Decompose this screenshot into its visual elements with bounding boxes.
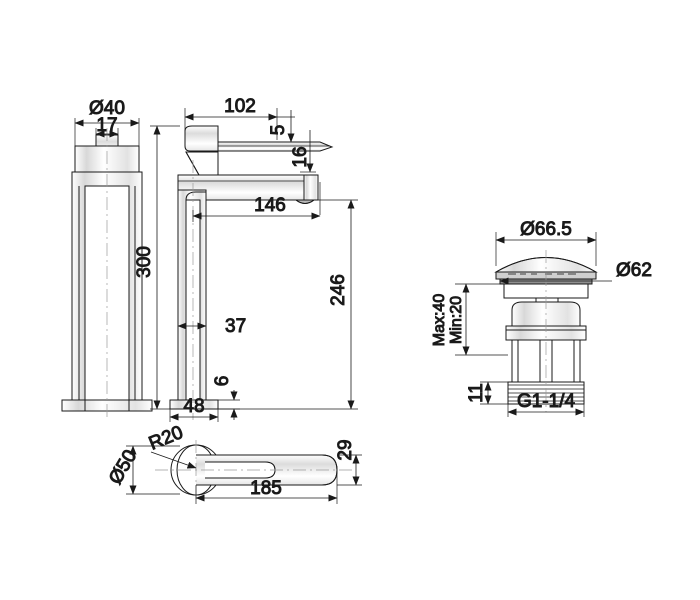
dim-thread-g1-1-4: G1-1/4	[517, 391, 576, 412]
dim-246: 246	[328, 274, 349, 306]
side-elevation-geometry	[61, 128, 153, 420]
dim-dia62: Ø62	[616, 260, 652, 281]
side-view-dimensions: Ø40 17	[74, 98, 140, 148]
dim-5: 5	[268, 125, 289, 136]
front-elevation-geometry	[169, 125, 334, 420]
drain-geometry	[494, 250, 598, 412]
front-view-dimensions: 102 5 16 146 300 246 37 6	[134, 96, 358, 422]
dim-max40: Max:40	[431, 294, 448, 347]
dim-min20: Min:20	[448, 296, 465, 344]
dim-29: 29	[335, 439, 356, 460]
dim-37: 37	[225, 316, 246, 337]
dim-6: 6	[212, 376, 233, 387]
dim-17: 17	[96, 115, 117, 136]
dim-r20: R20	[146, 422, 186, 455]
dim-dia40: Ø40	[89, 98, 125, 119]
dim-11: 11	[466, 383, 487, 403]
dim-16: 16	[290, 146, 311, 167]
drain-dimensions: Ø66.5 Ø62 Max:40 Min:20 11 G1-1/4	[431, 219, 652, 417]
dim-dia50: Ø50	[105, 446, 141, 488]
dim-dia66-5: Ø66.5	[520, 219, 572, 240]
dim-185: 185	[250, 478, 282, 499]
dim-102: 102	[224, 96, 256, 117]
dim-48: 48	[183, 396, 204, 417]
dim-146: 146	[254, 195, 286, 216]
dim-300: 300	[134, 246, 155, 278]
